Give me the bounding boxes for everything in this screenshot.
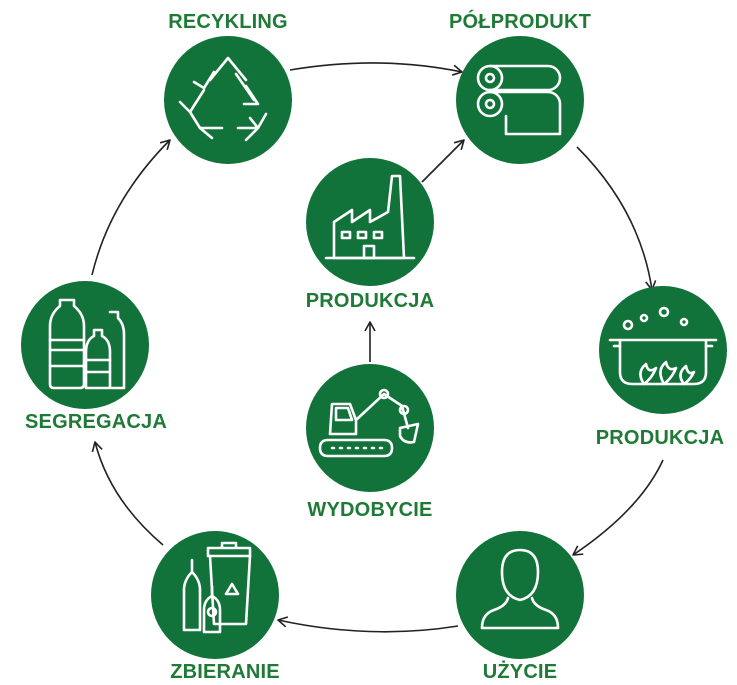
cooking-pot-icon [608, 306, 718, 386]
person-icon [480, 548, 560, 630]
edge-produkcja-uzycie [572, 459, 664, 556]
recycling-bin-bottles-icon [182, 541, 252, 634]
edge-zbieranie-segregacja [91, 441, 164, 546]
excavator-icon [318, 388, 420, 458]
node-circle [151, 531, 279, 659]
node-segregacja: SEGREGACJA [21, 281, 167, 433]
node-recykling: RECYKLING [164, 11, 292, 164]
node-uzycie: UŻYCIE [456, 531, 584, 683]
node-produkcja-inner: PRODUKCJA [306, 158, 434, 312]
factory-icon [324, 174, 416, 260]
node-label: RECYKLING [168, 11, 288, 33]
node-label: UŻYCIE [483, 660, 558, 683]
edge-segregacja-recykling [91, 139, 171, 276]
node-zbieranie: ZBIERANIE [151, 531, 280, 683]
node-circle [306, 364, 434, 492]
node-circle [164, 36, 292, 164]
node-label: WYDOBYCIE [307, 499, 432, 521]
node-circle [456, 36, 584, 164]
plastic-bottles-icon [48, 298, 126, 390]
node-polprodukt: PÓŁPRODUKT [449, 9, 591, 164]
node-wydobycie: WYDOBYCIE [306, 364, 434, 521]
recycle-arrows-icon [178, 56, 268, 142]
node-label: SEGREGACJA [25, 411, 167, 433]
edges [91, 62, 664, 633]
edge-recykling-polprodukt [289, 62, 463, 76]
node-label: ZBIERANIE [170, 661, 280, 683]
node-circle [599, 286, 727, 414]
node-label: PRODUKCJA [306, 290, 434, 312]
node-label: PRODUKCJA [596, 427, 724, 449]
node-produkcja-outer: PRODUKCJA [596, 286, 727, 449]
edge-uzycie-zbieranie [277, 616, 459, 633]
paper-rolls-icon [476, 64, 562, 136]
node-label: PÓŁPRODUKT [449, 9, 591, 33]
edge-produkcja-polprodukt [421, 139, 465, 183]
edge-polprodukt-produkcja [576, 146, 657, 291]
